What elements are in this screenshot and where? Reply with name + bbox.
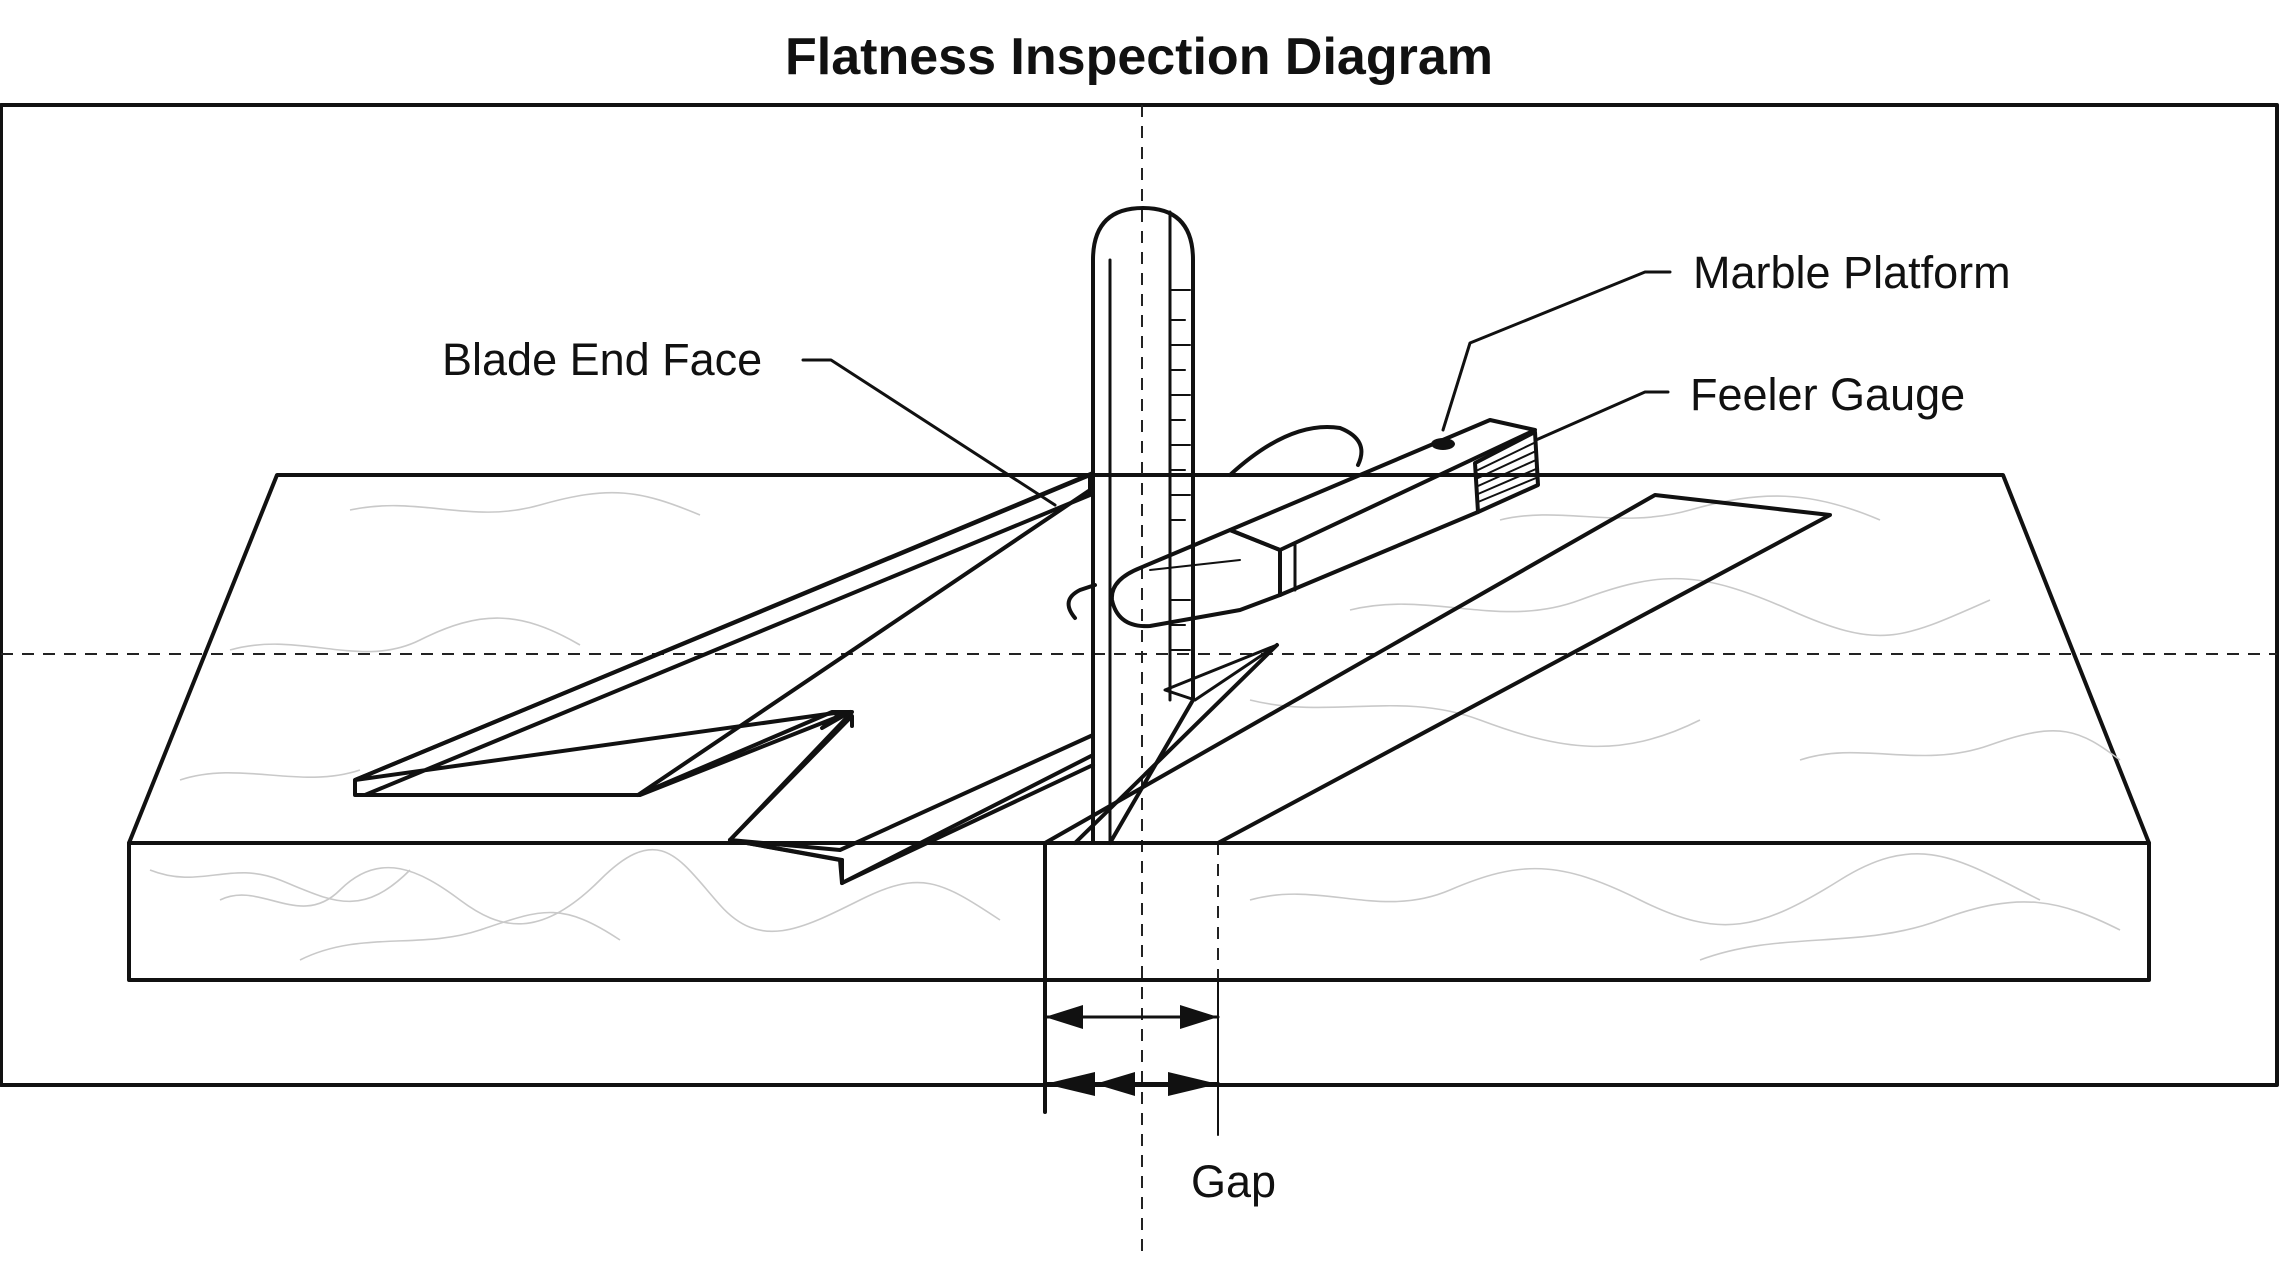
- gap-upper-arrow-right: [1180, 1005, 1218, 1029]
- tool-rounded-back: [1228, 425, 1364, 477]
- tool-grip-block: [1473, 430, 1540, 514]
- square-blade: [353, 471, 1095, 885]
- gap-lower-arrow-mid: [1095, 1072, 1135, 1096]
- vertical-ruler: [1091, 206, 1195, 845]
- square-short-arm-edge: [840, 763, 1095, 885]
- gap-lower-arrow-left: [1045, 1072, 1095, 1096]
- diagram-title: Flatness Inspection Diagram: [785, 28, 1493, 86]
- tool-body-lower-edge: [1278, 510, 1480, 597]
- square-long-arm: [353, 473, 1092, 797]
- ruler-tick-marks: [1169, 289, 1191, 651]
- gauge-handle-tool: [1066, 418, 1540, 629]
- tool-blade-tip: [1066, 583, 1097, 620]
- marble-platform-label: Marble Platform: [1693, 247, 2011, 298]
- square-outline: [353, 471, 1095, 797]
- feeler-gauge-inner-edge: [1073, 643, 1279, 845]
- gap-upper-arrow-left: [1045, 1005, 1083, 1029]
- feeler-gauge-label: Feeler Gauge: [1690, 369, 1965, 420]
- tool-shaft: [1109, 528, 1282, 629]
- ruler-body: [1091, 206, 1195, 845]
- blade-end-face-leader: [801, 358, 1057, 507]
- platform-front-face: [127, 841, 2151, 982]
- feeler-gauge-plate: [1043, 493, 1832, 845]
- square-short-arm: [728, 714, 854, 842]
- feeler-gauge-wedge: [1163, 643, 1279, 702]
- square-short-arm-left-edge: [728, 838, 844, 862]
- marble-platform-slab: [127, 473, 2151, 982]
- gap-dimension: [1043, 841, 1220, 1136]
- marble-platform-leader: [1441, 270, 1672, 432]
- blade-end-face-label: Blade End Face: [442, 334, 762, 385]
- feeler-gauge-strip: [1043, 493, 1832, 845]
- gap-label: Gap: [1191, 1156, 1276, 1207]
- marble-veins: [149, 491, 2121, 961]
- feeler-gauge-leader: [1534, 390, 1670, 442]
- tool-grip-lines: [1477, 441, 1537, 503]
- marble-platform-marker-dot: [1431, 438, 1455, 450]
- tool-shaft-mid-line: [1149, 559, 1241, 571]
- gap-lower-arrow-right: [1168, 1072, 1218, 1096]
